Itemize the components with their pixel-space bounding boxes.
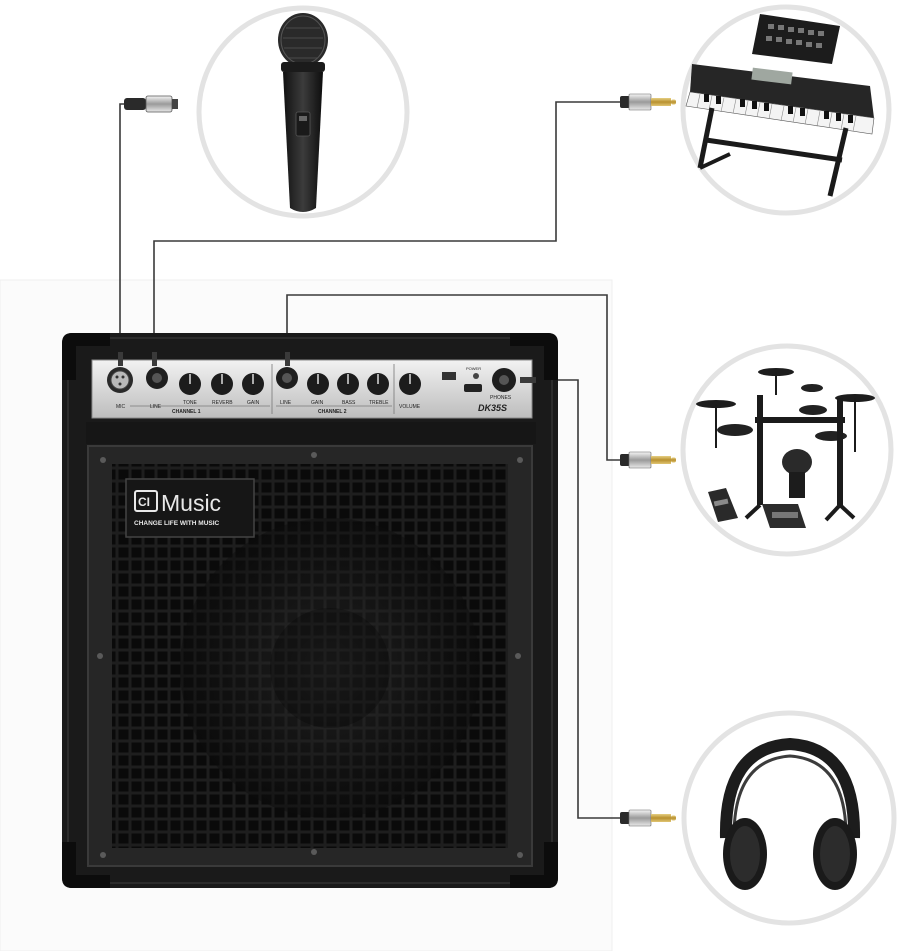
drum-jack-plug-icon <box>620 452 676 468</box>
keyboard-jack-plug-icon <box>620 94 676 110</box>
microphone-bubble <box>199 8 407 216</box>
brand-logo-mark: CI <box>138 495 150 509</box>
headphones-jack-plug-icon <box>620 810 676 826</box>
model-name: DK35S <box>478 403 507 413</box>
line-input-jack-ch1 <box>146 367 168 389</box>
keyboard-bubble <box>683 7 889 213</box>
line-jack-label-ch2: LINE <box>280 400 292 406</box>
treble-knob-label: TREBLE <box>369 400 389 406</box>
volume-knob-label: VOLUME <box>399 404 421 410</box>
tone-knob-label: TONE <box>183 400 197 406</box>
channel-2-label: CHANNEL 2 <box>318 409 347 415</box>
mic-input-jack <box>107 367 133 393</box>
brand-badge: CI Music CHANGE LIFE WITH MUSIC <box>126 479 254 537</box>
ch2-gain-knob <box>307 373 329 395</box>
bass-knob-label: BASS <box>342 400 356 406</box>
ch2-gain-knob-label: GAIN <box>311 400 324 406</box>
brand-tagline: CHANGE LIFE WITH MUSIC <box>134 520 220 527</box>
ch1-tone-knob <box>179 373 201 395</box>
drum-kit-bubble <box>683 346 891 554</box>
headphones-bubble <box>684 713 894 923</box>
bluetooth-badge <box>464 384 482 392</box>
ch1-reverb-knob <box>211 373 233 395</box>
channel-1-label: CHANNEL 1 <box>172 409 201 415</box>
usb-port <box>442 372 456 380</box>
amplifier: MIC LINE TONE REVERB GAIN LINE GAIN BASS… <box>62 333 558 888</box>
mic-jack-label: MIC <box>116 404 126 410</box>
ch1-gain-knob-label: GAIN <box>247 400 260 406</box>
line-input-jack-ch2 <box>276 367 298 389</box>
volume-knob <box>399 373 421 395</box>
xlr-connector-icon <box>124 96 178 112</box>
brand-name: Music <box>161 490 221 516</box>
ch2-bass-knob <box>337 373 359 395</box>
reverb-knob-label: REVERB <box>212 400 233 406</box>
line-jack-label-ch1: LINE <box>150 404 162 410</box>
ch1-gain-knob <box>242 373 264 395</box>
power-label: POWER <box>466 366 481 371</box>
power-led <box>473 373 479 379</box>
ch2-treble-knob <box>367 373 389 395</box>
phones-output-jack <box>492 368 516 392</box>
phones-jack-label: PHONES <box>490 395 512 401</box>
